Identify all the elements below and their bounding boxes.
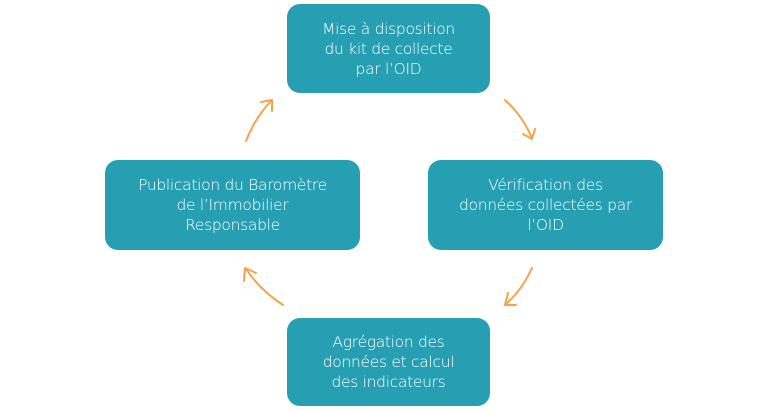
step-box-publication: Publication du Baromètre de l’Immobilier… — [105, 160, 360, 250]
arrow-bottom-to-left-icon — [243, 267, 284, 306]
arrow-left-to-top-icon — [245, 99, 273, 142]
step-box-agregation: Agrégation des données et calcul des ind… — [287, 318, 490, 406]
step-box-verification: Vérification des données collectées par … — [428, 160, 663, 250]
step-box-kit-collecte: Mise à disposition du kit de collecte pa… — [287, 4, 490, 93]
arrow-right-to-bottom-icon — [504, 267, 533, 306]
arrow-top-to-right-icon — [504, 99, 536, 140]
